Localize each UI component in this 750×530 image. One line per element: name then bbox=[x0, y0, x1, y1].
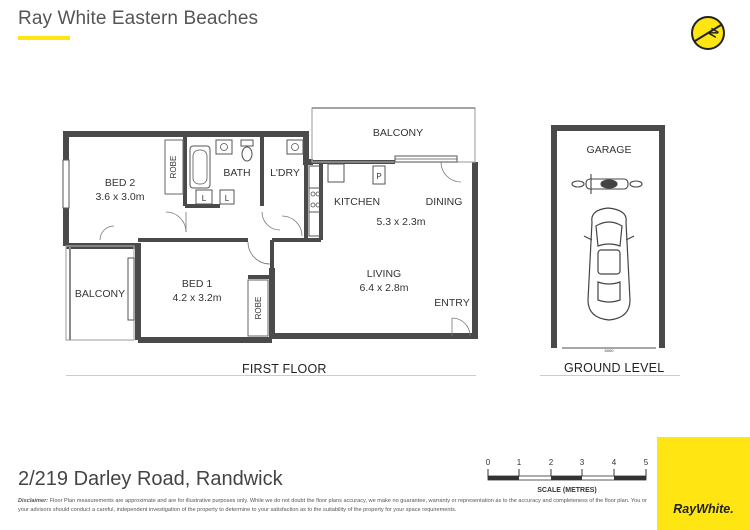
disclaimer: Disclaimer: Floor Plan measurements are … bbox=[18, 497, 648, 514]
garage-label: GARAGE bbox=[587, 144, 632, 156]
disclaimer-label: Disclaimer: bbox=[18, 498, 49, 504]
dining-label: DINING bbox=[426, 196, 463, 208]
laundry-tub bbox=[286, 139, 304, 155]
kitchen-label: KITCHEN bbox=[334, 196, 380, 208]
balcony-left-door bbox=[127, 257, 135, 321]
first-floor-label: FIRST FLOOR bbox=[242, 362, 327, 376]
svg-text:5000: 5000 bbox=[605, 348, 615, 353]
robe-bed1-label: ROBE bbox=[254, 297, 263, 320]
bathtub bbox=[189, 145, 211, 189]
robe-bed2-label: ROBE bbox=[169, 156, 178, 179]
compass-icon: N bbox=[691, 16, 725, 50]
disclaimer-text: Floor Plan measurements are approximate … bbox=[18, 498, 647, 513]
scale-tick-4: 4 bbox=[612, 458, 617, 467]
scale-tick-3: 3 bbox=[580, 458, 585, 467]
scale-tick-0: 0 bbox=[486, 458, 491, 467]
brand-name: Ray White Eastern Beaches bbox=[18, 8, 259, 29]
raywhite-logo-text: RayWhite. bbox=[673, 502, 734, 516]
brand-underline bbox=[18, 36, 70, 40]
kitchen-sink bbox=[327, 163, 345, 183]
linen-a-label: L bbox=[202, 194, 207, 203]
first-floor-walls bbox=[63, 131, 478, 343]
bed2-label: BED 2 bbox=[105, 177, 136, 189]
balcony-left-label: BALCONY bbox=[75, 288, 125, 300]
bed1-label: BED 1 bbox=[182, 278, 213, 290]
door-swings bbox=[99, 161, 471, 337]
motorbike-icon bbox=[571, 174, 643, 194]
scale-label: SCALE (METRES) bbox=[537, 487, 597, 494]
bed1-size: 4.2 x 3.2m bbox=[172, 292, 221, 304]
car-icon bbox=[583, 207, 635, 321]
scale-tick-5: 5 bbox=[644, 458, 649, 467]
garage-walls bbox=[551, 125, 665, 348]
scale-tick-2: 2 bbox=[549, 458, 554, 467]
room-labels: BALCONY BED 2 3.6 x 3.0m ROBE BATH L'DRY… bbox=[75, 127, 632, 319]
linen-cupboard-b bbox=[219, 189, 235, 205]
bed2-size: 3.6 x 3.0m bbox=[95, 191, 144, 203]
linen-cupboard-a bbox=[195, 189, 213, 205]
level-underline-ground bbox=[540, 375, 680, 376]
raywhite-logo: RayWhite. bbox=[657, 437, 750, 530]
entry-label: ENTRY bbox=[434, 297, 469, 309]
ground-level-label: GROUND LEVEL bbox=[564, 361, 665, 375]
level-underline-first bbox=[66, 375, 476, 376]
scale-bar: 0 1 2 3 4 5 SCALE (METRES) bbox=[486, 458, 649, 494]
scale-tick-1: 1 bbox=[517, 458, 522, 467]
robe-bed1-outline bbox=[247, 279, 269, 337]
stove bbox=[308, 187, 322, 213]
property-address: 2/219 Darley Road, Randwick bbox=[18, 468, 283, 490]
laundry-label: L'DRY bbox=[270, 167, 300, 179]
bed2-window bbox=[62, 159, 70, 209]
living-size: 6.4 x 2.8m bbox=[359, 282, 408, 294]
living-label: LIVING bbox=[367, 268, 401, 280]
linen-b-label: L bbox=[225, 194, 230, 203]
pantry-outline bbox=[372, 165, 386, 185]
bath-label: BATH bbox=[223, 167, 250, 179]
pantry-label: P bbox=[376, 172, 381, 181]
kitchen-dining-size: 5.3 x 2.3m bbox=[376, 216, 425, 228]
toilet bbox=[241, 146, 253, 162]
balcony-top-label: BALCONY bbox=[373, 127, 423, 139]
bath-basin bbox=[215, 139, 233, 155]
